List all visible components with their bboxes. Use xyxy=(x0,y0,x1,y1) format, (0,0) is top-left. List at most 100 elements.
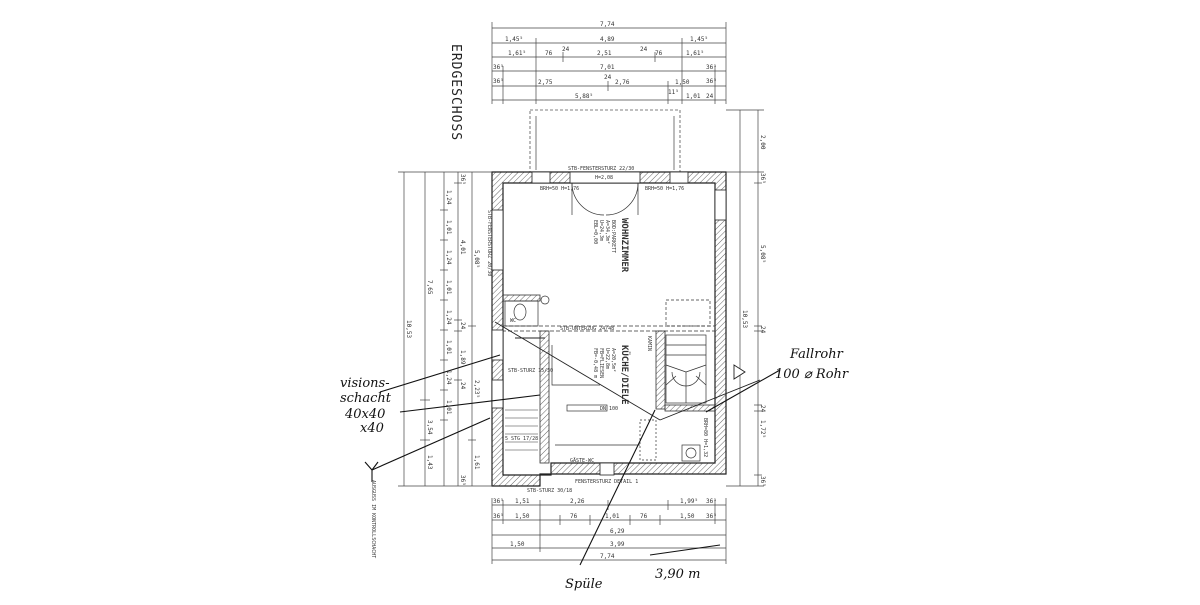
dim-left: 1,24 xyxy=(445,310,452,325)
dim-top: 2,51 xyxy=(597,50,612,57)
dim-left: 24 xyxy=(459,382,466,390)
right-dimension-labels: 10,53 2,00 36⁵ 5,08⁵ 24 1,72⁵ 24 36⁵ xyxy=(741,135,766,487)
room-detail: U=22,8m xyxy=(604,348,610,369)
handwritten-note: visions- xyxy=(340,376,390,391)
dim-top: 2,76 xyxy=(615,79,630,86)
dim-left: 7,65 xyxy=(426,280,433,295)
dim-top: 7,01 xyxy=(600,64,615,71)
dim-left: 1,61 xyxy=(473,455,480,470)
annotation: STB-UNTERZUG 24/48 xyxy=(560,326,614,332)
annotation: KAMIN xyxy=(646,336,652,351)
dim-bottom: 76 xyxy=(570,513,578,520)
dim-top: 36⁵ xyxy=(706,64,717,71)
annotation: BRH=50 H=1,76 xyxy=(645,186,684,192)
plan-title: ERDGESCHOSS xyxy=(448,44,463,141)
wc-room xyxy=(504,295,550,327)
dim-left: 1,01 xyxy=(445,400,452,415)
dim-top: 24 xyxy=(706,93,714,100)
dim-right: 2,00 xyxy=(759,135,766,150)
terrace-door xyxy=(571,182,639,216)
dim-left: 1,01 xyxy=(445,220,452,235)
handwritten-note: Fallrohr xyxy=(789,347,844,362)
annotation: STB-FENSTERSTURZ 22/30 xyxy=(568,166,634,172)
terrace-outline xyxy=(529,109,681,173)
dim-bottom: 6,29 xyxy=(610,528,625,535)
dim-top: 76 xyxy=(655,50,663,57)
dim-bottom: 1,50 xyxy=(515,513,530,520)
dim-left: 1,24 xyxy=(445,190,452,205)
handwritten-note: 40x40 xyxy=(344,407,385,422)
dim-top: 24 xyxy=(640,46,648,53)
annotation: AUSGUSS IM KONTROLLSCHACHT xyxy=(370,480,376,558)
dim-right: 24 xyxy=(759,405,766,413)
dim-top: 24 xyxy=(604,74,612,81)
plan-annotations: STB-FENSTERSTURZ 22/30 BRH=50 H=1,76 BRH… xyxy=(370,166,708,558)
dim-bottom: 7,74 xyxy=(600,553,615,560)
left-dimension-labels: 10,53 7,65 3,54 1,43 1,24 1,01 1,24 1,01… xyxy=(405,174,480,486)
dim-left: 1,01 xyxy=(445,280,452,295)
dim-top: 1,45⁵ xyxy=(505,36,523,43)
dim-left: 10,53 xyxy=(405,320,412,338)
dim-right: 5,08⁵ xyxy=(759,245,766,263)
dim-left: 1,24 xyxy=(445,370,452,385)
dim-left: 5,08⁵ xyxy=(473,250,480,268)
dim-right: 36⁵ xyxy=(759,173,766,184)
dim-left: 4,01 xyxy=(459,240,466,255)
annotation: GÄSTE-WC xyxy=(570,457,594,464)
annotation: DN 100 xyxy=(600,406,618,412)
dim-right: 1,72⁵ xyxy=(759,420,766,438)
dim-top: 24 xyxy=(562,46,570,53)
room-detail: FB=-0,48 m xyxy=(592,348,598,378)
dim-top: 11⁵ xyxy=(668,89,679,96)
dim-top: 4,89 xyxy=(600,36,615,43)
dim-top: 76 xyxy=(545,50,553,57)
dim-top: 1,50 xyxy=(675,79,690,86)
annotation: STB-STURZ 30/18 xyxy=(527,488,572,494)
room-label-kueche: KÜCHE/DIELE xyxy=(619,345,630,405)
dim-bottom: 76 xyxy=(640,513,648,520)
wc-label: WC xyxy=(510,318,516,324)
dim-left: 1,43 xyxy=(426,455,433,470)
dim-bottom: 1,01 xyxy=(605,513,620,520)
bottom-dimensions xyxy=(491,498,727,564)
dim-bottom: 36⁵ xyxy=(706,513,717,520)
top-dimensions xyxy=(491,22,727,104)
room-label-wohnzimmer: WOHNZIMMER xyxy=(619,218,629,273)
dim-top: 36⁵ xyxy=(493,78,504,85)
dim-bottom: 36⁵ xyxy=(493,498,504,505)
annotation: BRH=50 H=1,76 xyxy=(540,186,579,192)
dim-bottom: 1,99⁵ xyxy=(680,498,698,505)
dim-right: 10,53 xyxy=(741,310,748,328)
dim-right: 24 xyxy=(759,326,766,334)
dim-bottom: 36⁵ xyxy=(493,513,504,520)
dim-bottom: 1,50 xyxy=(680,513,695,520)
dim-top: 2,75 xyxy=(538,79,553,86)
dim-top: 36⁵ xyxy=(706,78,717,85)
handwritten-note: x40 xyxy=(360,421,384,436)
room-detail: FB=FLIESEN xyxy=(598,348,604,378)
entry-steps xyxy=(505,409,538,451)
dim-bottom: 3,99 xyxy=(610,541,625,548)
dim-right: 36⁵ xyxy=(759,476,766,487)
dim-left: 36⁵ xyxy=(459,174,466,185)
dim-top: 5,88⁵ xyxy=(575,93,593,100)
annotation: STB-STURZ 15/30 xyxy=(508,368,553,374)
dim-top: 1,61⁵ xyxy=(686,50,704,57)
dim-top-total: 7,74 xyxy=(600,21,615,28)
dim-bottom: 36⁵ xyxy=(706,498,717,505)
dim-left: 24 xyxy=(459,322,466,330)
dim-left: 36⁵ xyxy=(459,475,466,486)
annotation: FENSTERSTURZ DETAIL 1 xyxy=(575,479,638,485)
right-dimensions xyxy=(726,109,764,487)
annotation: H=2,08 xyxy=(595,175,613,181)
dim-bottom: 1,50 xyxy=(510,541,525,548)
dim-left: 1,89 xyxy=(459,350,466,365)
left-dimensions xyxy=(398,171,492,487)
cut-lines xyxy=(494,321,761,421)
handwritten-note: 3,90 m xyxy=(655,567,700,582)
staircase xyxy=(665,299,711,404)
dim-left: 2,23⁵ xyxy=(473,380,480,398)
room-detail: EBL=0,00 xyxy=(592,220,598,244)
